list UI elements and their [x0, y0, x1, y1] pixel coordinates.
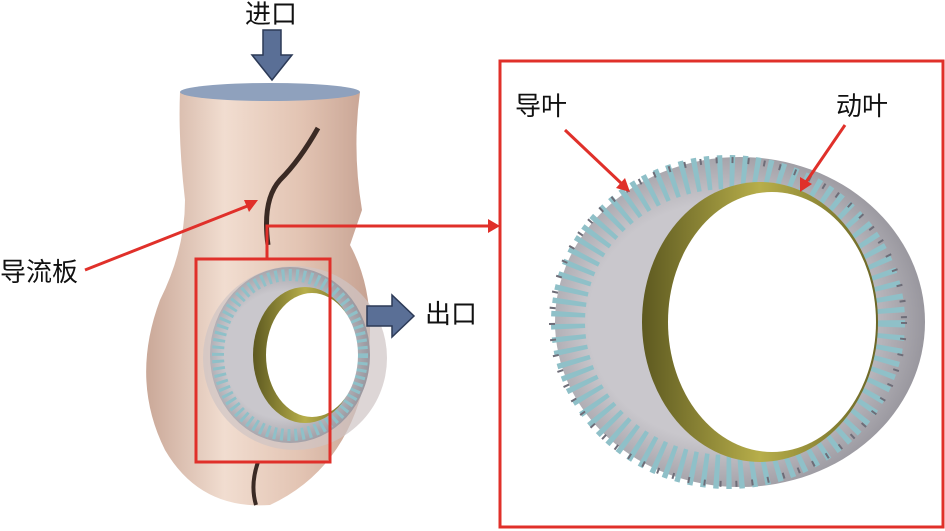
inlet-face: [180, 83, 360, 101]
guide-vane-pointer: [563, 128, 624, 186]
inlet-label: 进口: [245, 0, 298, 30]
outlet-arrow: [366, 293, 416, 339]
guide-plate-slot: [264, 126, 321, 246]
guide-plate-label: 导流板: [0, 258, 79, 288]
guide-plate-pointer: [84, 203, 251, 272]
zoom-box-large: [498, 59, 945, 529]
rotor-blade-pointer: [804, 124, 847, 183]
inlet-arrow: [250, 29, 294, 82]
zoom-box-small: [194, 257, 332, 464]
zoom-connector: [265, 224, 488, 259]
guide-vane-label: 导叶: [515, 92, 568, 122]
outlet-label: 出口: [425, 300, 478, 330]
rotor-blade-label: 动叶: [836, 92, 889, 122]
